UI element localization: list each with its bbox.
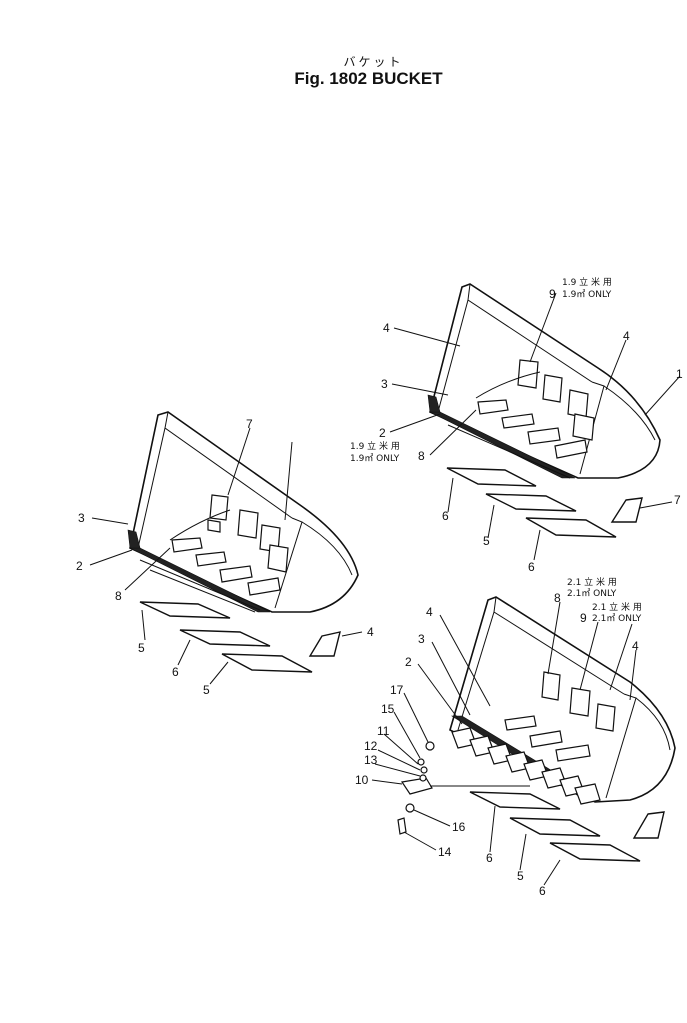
callout-13: 13 — [364, 753, 378, 767]
callout-6b: 6 — [528, 560, 535, 574]
note-8-line2: 2.1㎥ ONLY — [567, 588, 617, 599]
callout-1: 1 — [676, 367, 683, 381]
bucket-left — [89, 411, 363, 685]
bucket-bottom-right-callouts: 8 9 4 3 2 4 17 15 11 12 13 10 16 14 6 5 … — [355, 576, 642, 898]
title-japanese: バケット — [343, 55, 404, 69]
title-block: バケット Fig. 1802 BUCKET — [0, 55, 687, 89]
callout-5: 5 — [517, 869, 524, 883]
callout-9: 9 — [580, 611, 587, 625]
callout-5: 5 — [483, 534, 490, 548]
callout-7: 7 — [674, 493, 681, 507]
callout-5: 5 — [138, 641, 145, 655]
note-8-line1: 2.1 立 米 用 — [567, 576, 617, 588]
note-9-line2: 2.1㎥ ONLY — [592, 613, 642, 624]
callout-6a: 6 — [442, 509, 449, 523]
callout-10: 10 — [355, 773, 369, 787]
note-8-line1: 1.9 立 米 用 — [350, 440, 400, 452]
callout-8: 8 — [554, 591, 561, 605]
callout-2: 2 — [379, 426, 386, 440]
callout-8: 8 — [418, 449, 425, 463]
callout-6a: 6 — [486, 851, 493, 865]
note-8-line2: 1.9㎥ ONLY — [350, 453, 400, 464]
callout-7: 7 — [246, 417, 253, 431]
callout-16: 16 — [452, 820, 466, 834]
callout-2: 2 — [76, 559, 83, 573]
callout-2: 2 — [405, 655, 412, 669]
bucket-left-callouts: 7 3 2 8 5 6 5 4 — [76, 417, 374, 697]
bucket-top-right — [389, 283, 681, 561]
bucket-top-right-callouts: 9 4 4 1 3 2 8 6 5 6 7 1.9 立 米 用 1.9㎥ ONL… — [350, 276, 683, 574]
callout-4a: 4 — [383, 321, 390, 335]
callout-11: 11 — [377, 724, 390, 738]
note-9-line2: 1.9㎥ ONLY — [562, 289, 612, 300]
callout-6b: 6 — [539, 884, 546, 898]
callout-4: 4 — [367, 625, 374, 639]
callout-14: 14 — [438, 845, 452, 859]
note-9-line1: 2.1 立 米 用 — [592, 601, 642, 613]
title-english: Fig. 1802 BUCKET — [294, 69, 443, 88]
callout-4b: 4 — [632, 639, 639, 653]
callout-5b: 5 — [203, 683, 210, 697]
bucket-bottom-right — [371, 596, 676, 886]
callout-3: 3 — [78, 511, 85, 525]
callout-15: 15 — [381, 702, 395, 716]
callout-3: 3 — [418, 632, 425, 646]
callout-4b: 4 — [623, 329, 630, 343]
callout-9: 9 — [549, 287, 556, 301]
note-9-line1: 1.9 立 米 用 — [562, 276, 612, 288]
callout-6: 6 — [172, 665, 179, 679]
callout-12: 12 — [364, 739, 378, 753]
callout-3: 3 — [381, 377, 388, 391]
callout-8: 8 — [115, 589, 122, 603]
callout-17: 17 — [390, 683, 404, 697]
callout-4a: 4 — [426, 605, 433, 619]
